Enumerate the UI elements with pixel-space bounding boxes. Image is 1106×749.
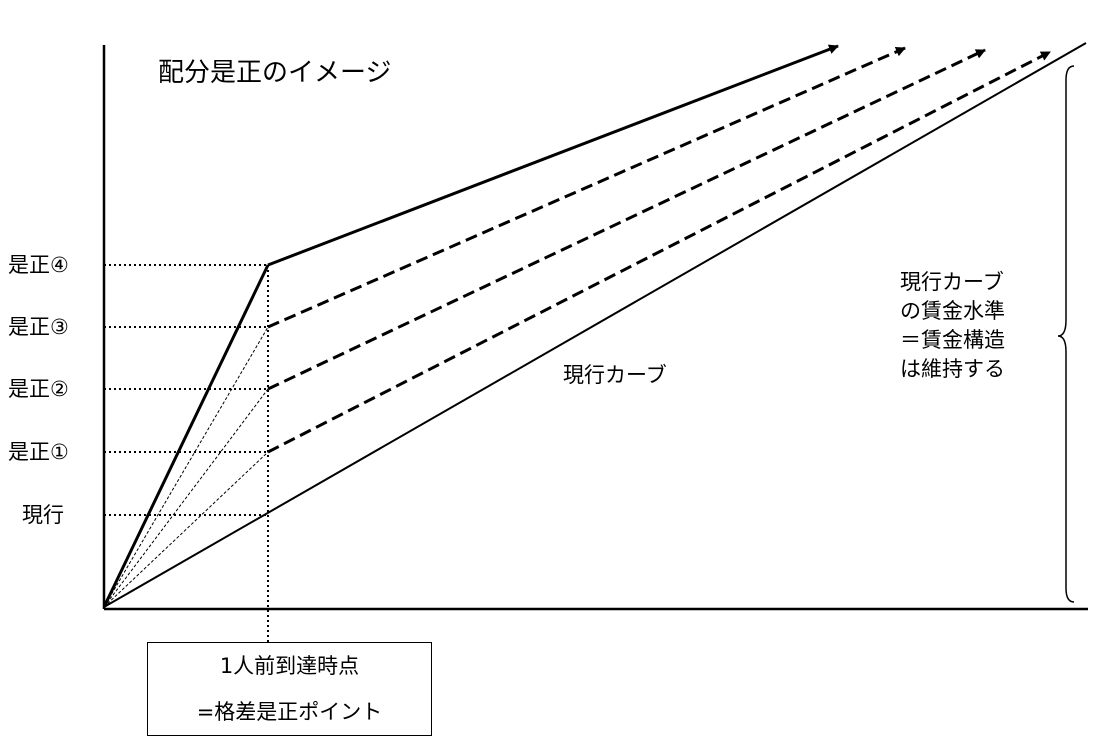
- y-label-zesei-3: 是正③: [8, 315, 69, 339]
- y-label-zesei-4: 是正④: [8, 253, 69, 277]
- current-curve: [103, 42, 1087, 608]
- note-line: 現行カーブ: [900, 270, 1004, 294]
- correction-point-box: 1人前到達時点 =格差是正ポイント: [147, 642, 432, 736]
- current-curve-label: 現行カーブ: [563, 363, 667, 387]
- corrected-curve-zesei-3: [267, 46, 906, 329]
- corrected-curve-zesei-1: [267, 50, 1051, 454]
- y-label-zesei-2: 是正②: [8, 377, 69, 401]
- note-line: は維持する: [900, 357, 1005, 381]
- point-box-line-1: 1人前到達時点: [219, 654, 360, 678]
- point-box-line-2: =格差是正ポイント: [196, 700, 383, 724]
- corrected-curve-zesei-4: [267, 44, 839, 267]
- rise-segment-zesei-4: [102, 264, 270, 608]
- rise-segment-zesei-3: [103, 326, 269, 608]
- right-curly-brace: [1057, 65, 1075, 603]
- y-label-current: 現行: [22, 503, 64, 527]
- wage-structure-note: 現行カーブ の賃金水準 ＝賃金構造 は維持する: [900, 268, 1005, 384]
- rise-segment-zesei-1: [103, 451, 269, 608]
- rise-segment-zesei-2: [103, 388, 269, 608]
- diagram-title: 配分是正のイメージ: [158, 58, 392, 88]
- corrected-curve-zesei-2: [267, 48, 986, 391]
- note-line: ＝賃金構造: [900, 328, 1005, 352]
- note-line: の賃金水準: [900, 299, 1005, 323]
- y-label-zesei-1: 是正①: [8, 440, 69, 464]
